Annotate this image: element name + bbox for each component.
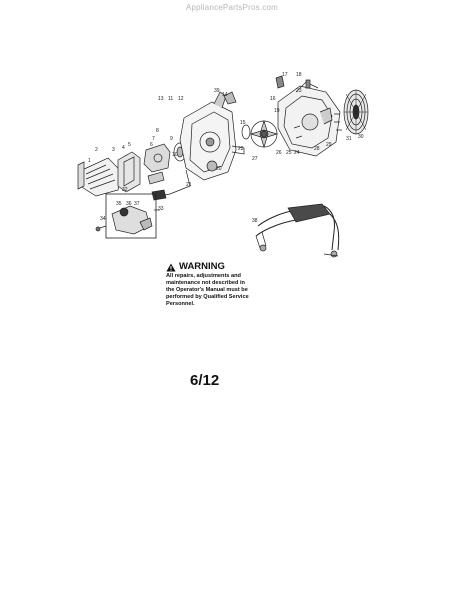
label-2: 2 xyxy=(95,147,98,153)
label-3: 3 xyxy=(112,147,115,153)
part-labels: 2 3 4 5 1 6 7 8 9 10 11 12 13 14 15 16 1… xyxy=(88,72,364,224)
label-21: 21 xyxy=(186,182,192,188)
label-29: 29 xyxy=(326,142,332,148)
gasket-ring xyxy=(173,142,187,162)
page-number: 6/12 xyxy=(190,372,220,389)
label-1: 1 xyxy=(88,158,91,164)
label-13: 13 xyxy=(158,96,164,102)
label-34: 34 xyxy=(100,216,106,222)
label-4: 4 xyxy=(122,145,125,151)
label-35: 35 xyxy=(116,201,122,207)
label-25: 25 xyxy=(286,150,292,156)
handle-tube xyxy=(255,203,340,258)
label-24: 24 xyxy=(294,150,300,156)
label-10: 10 xyxy=(172,152,178,158)
spark-plug xyxy=(223,91,237,105)
label-7: 7 xyxy=(152,136,155,142)
carburetor xyxy=(143,143,171,185)
air-filter-cover xyxy=(77,157,123,197)
warning-heading: WARNING xyxy=(166,262,276,272)
label-30: 30 xyxy=(358,134,364,140)
label-15: 15 xyxy=(240,120,246,126)
label-20: 20 xyxy=(216,166,222,172)
label-31: 31 xyxy=(346,136,352,142)
muffler-assembly-box xyxy=(95,193,157,239)
label-39: 39 xyxy=(214,88,220,94)
label-11: 11 xyxy=(168,96,173,102)
blower-housing xyxy=(277,81,341,157)
label-18: 18 xyxy=(296,72,302,78)
intake-grille xyxy=(343,89,369,135)
warning-triangle-icon xyxy=(166,263,176,271)
warning-title: WARNING xyxy=(179,261,225,272)
label-32: 32 xyxy=(122,187,128,193)
label-28: 28 xyxy=(314,146,320,152)
label-36: 36 xyxy=(126,201,132,207)
label-17: 17 xyxy=(282,72,288,78)
label-27: 27 xyxy=(252,156,258,162)
label-26: 26 xyxy=(276,150,282,156)
label-33: 33 xyxy=(158,206,164,212)
washer xyxy=(241,124,251,140)
label-12: 12 xyxy=(178,96,184,102)
label-14: 14 xyxy=(222,92,228,98)
label-8: 8 xyxy=(156,128,159,134)
watermark: AppliancePartsPros.com xyxy=(186,3,278,12)
label-19: 19 xyxy=(274,108,280,114)
label-37: 37 xyxy=(134,201,140,207)
label-5: 5 xyxy=(128,142,131,148)
label-38: 38 xyxy=(252,218,258,224)
screws xyxy=(275,75,342,139)
label-9: 9 xyxy=(170,136,173,142)
label-22: 22 xyxy=(238,146,244,152)
warning-notice: WARNING All repairs, adjustments and mai… xyxy=(166,262,276,308)
starter-handle xyxy=(151,169,191,201)
label-16: 16 xyxy=(270,96,276,102)
label-6: 6 xyxy=(150,142,153,148)
filter-element xyxy=(117,151,141,193)
engine-housing xyxy=(179,91,245,181)
warning-text: All repairs, adjustments and maintenance… xyxy=(166,273,249,307)
label-23: 23 xyxy=(296,88,302,94)
impeller-fan xyxy=(249,119,279,149)
